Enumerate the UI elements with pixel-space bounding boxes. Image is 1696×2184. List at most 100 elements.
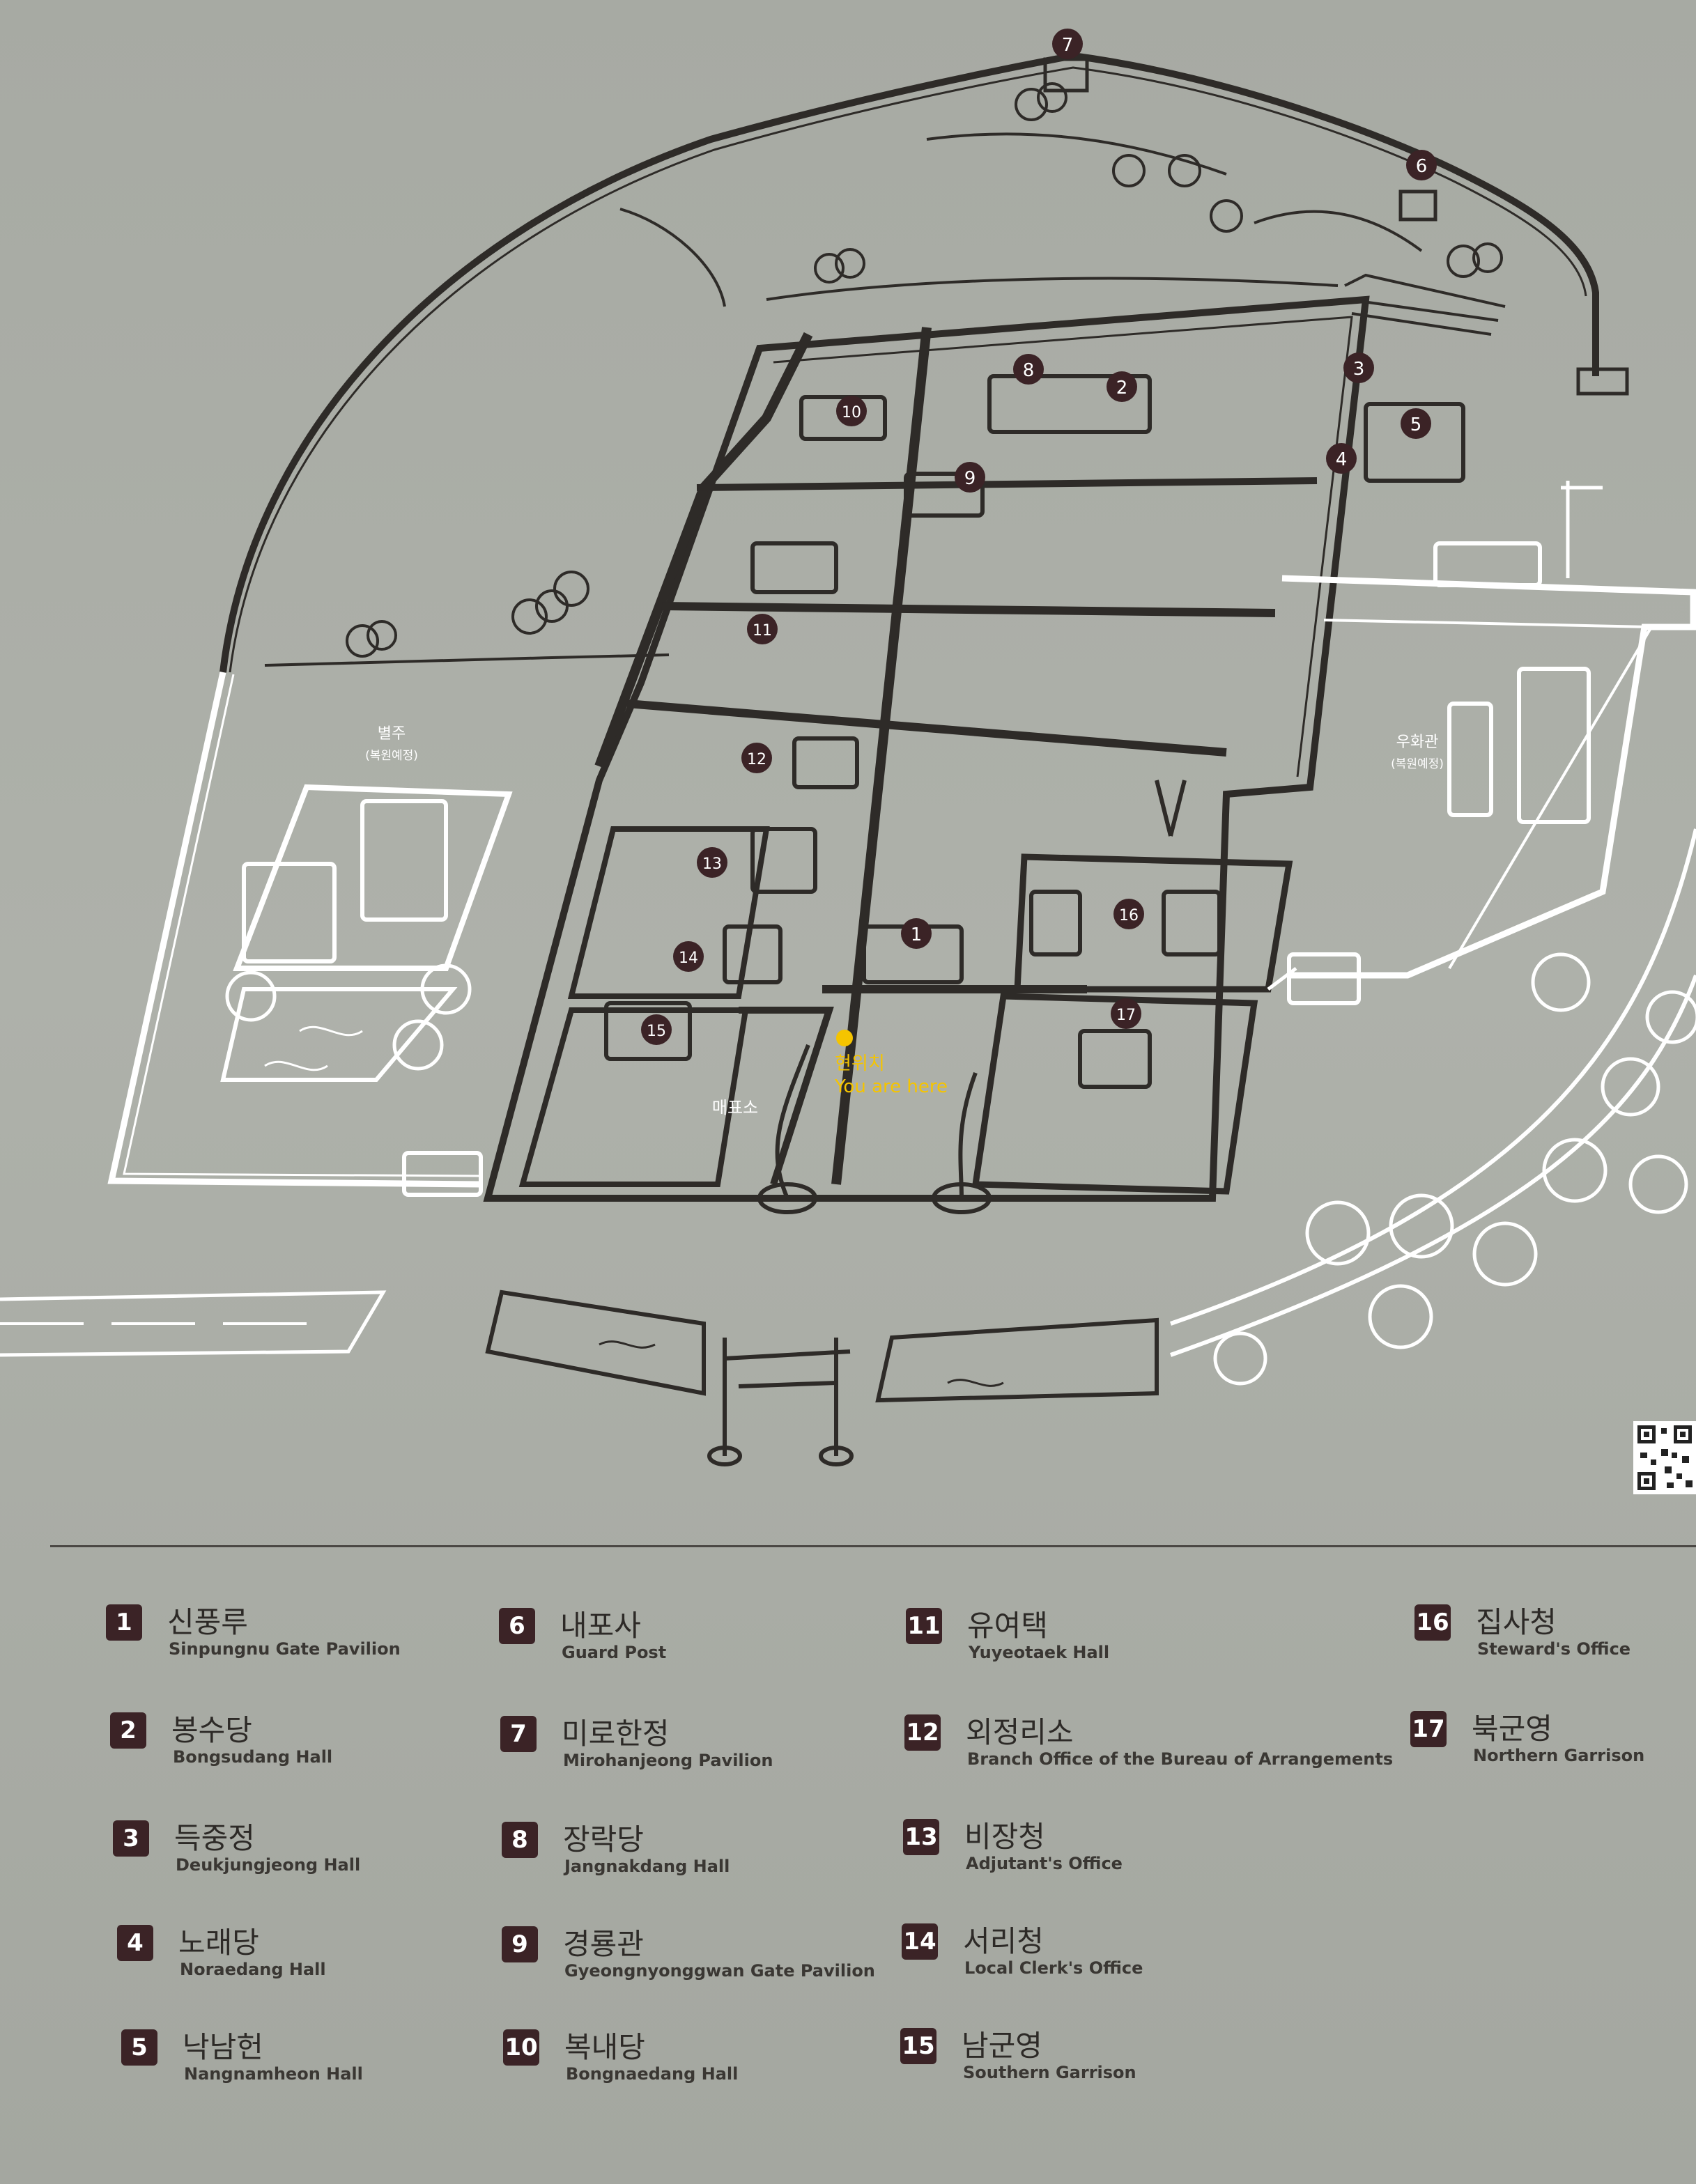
marker-12: 12 <box>741 743 772 773</box>
legend-name-en: Noraedang Hall <box>180 1960 326 1979</box>
marker-2: 2 <box>1107 371 1137 402</box>
marker-3: 3 <box>1343 353 1374 383</box>
uhwagwan-label: 우화관 <box>1396 734 1439 751</box>
legend-badge: 12 <box>904 1714 941 1751</box>
legend-name-en: Steward's Office <box>1477 1639 1631 1659</box>
legend-item-5: 5 낙남헌 Nangnamheon Hall <box>121 2024 609 2100</box>
legend-name-en: Adjutant's Office <box>966 1854 1123 1873</box>
svg-text:10: 10 <box>842 404 861 421</box>
road-right <box>1170 828 1696 1326</box>
legend-name-kr: 장락당 <box>563 1822 644 1857</box>
legend-name-en: Gyeongnyonggwan Gate Pavilion <box>564 1961 875 1981</box>
willow-trees <box>225 952 1696 1386</box>
white-wall-inner <box>123 674 481 1177</box>
byeolju-label: 별주 <box>378 725 406 743</box>
palace-map: 1 2 3 4 5 6 7 8 9 10 11 12 13 14 15 16 1… <box>0 29 1696 1466</box>
legend-badge: 10 <box>503 2029 539 2066</box>
legend-badge: 6 <box>499 1608 535 1644</box>
marker-8: 8 <box>1013 354 1044 385</box>
svg-text:6: 6 <box>1416 156 1428 177</box>
ticket-office-label: 매표소 <box>712 1098 758 1117</box>
legend-name-kr: 내포사 <box>560 1609 641 1643</box>
marker-14: 14 <box>673 941 704 972</box>
qr-code-icon[interactable] <box>1633 1421 1696 1494</box>
marker-9: 9 <box>955 462 985 493</box>
legend-item-11: 11 유여택 Yuyeotaek Hall <box>906 1602 1394 1679</box>
legend-item-12: 12 외정리소 Branch Office of the Bureau of A… <box>904 1709 1394 1786</box>
you-are-here-kr: 현위치 <box>835 1053 885 1074</box>
svg-text:15: 15 <box>647 1023 666 1040</box>
legend-item-6: 6 내포사 Guard Post <box>499 1602 987 1679</box>
entrance-trees <box>757 780 1187 1214</box>
legend-name-kr: 낙남헌 <box>183 2030 263 2064</box>
you-are-here-en: You are here <box>834 1076 948 1097</box>
svg-text:16: 16 <box>1119 907 1139 924</box>
legend-badge: 3 <box>113 1820 149 1857</box>
legend-name-kr: 봉수당 <box>171 1713 252 1747</box>
marker-16: 16 <box>1113 899 1144 929</box>
legend-name-en: Southern Garrison <box>963 2063 1136 2082</box>
legend-name-kr: 비장청 <box>964 1820 1045 1854</box>
legend-name-kr: 득중정 <box>174 1821 255 1855</box>
legend-item-7: 7 미로한정 Mirohanjeong Pavilion <box>500 1710 988 1787</box>
svg-text:12: 12 <box>747 751 766 768</box>
outer-wall <box>219 52 1599 673</box>
white-wall <box>107 672 481 1188</box>
legend-badge: 7 <box>500 1716 537 1752</box>
svg-text:7: 7 <box>1062 35 1074 56</box>
legend-badge: 14 <box>902 1923 938 1960</box>
legend-item-3: 3 득중정 Deukjungjeong Hall <box>113 1815 601 1891</box>
uhwagwan-note: (복원예정) <box>1391 757 1444 771</box>
legend-badge: 8 <box>502 1822 538 1858</box>
legend-name-kr: 서리청 <box>963 1924 1044 1958</box>
legend-name-en: Northern Garrison <box>1473 1746 1645 1765</box>
legend-name-kr: 남군영 <box>962 2029 1042 2063</box>
legend-name-en: Sinpungnu Gate Pavilion <box>169 1639 401 1659</box>
hill-line <box>1254 210 1423 252</box>
legend-name-en: Mirohanjeong Pavilion <box>563 1751 773 1770</box>
marker-17: 17 <box>1111 998 1141 1029</box>
map-markers: 1 2 3 4 5 6 7 8 9 10 11 12 13 14 15 16 1… <box>641 29 1437 1045</box>
svg-text:2: 2 <box>1116 378 1128 398</box>
canal-and-gate <box>485 1290 1159 1466</box>
svg-text:3: 3 <box>1353 359 1365 380</box>
legend-item-2: 2 봉수당 Bongsudang Hall <box>110 1707 598 1783</box>
legend-name-kr: 북군영 <box>1472 1712 1552 1746</box>
legend-item-14: 14 서리청 Local Clerk's Office <box>902 1918 1389 1995</box>
road-right <box>1169 974 1696 1357</box>
legend-badge: 2 <box>110 1712 146 1749</box>
legend-name-en: Yuyeotaek Hall <box>969 1643 1110 1662</box>
legend-item-13: 13 비장청 Adjutant's Office <box>903 1813 1391 1890</box>
legend-badge: 4 <box>117 1925 153 1961</box>
svg-text:14: 14 <box>679 950 698 967</box>
you-are-here-dot <box>836 1030 853 1046</box>
legend-name-kr: 신풍루 <box>167 1605 248 1639</box>
legend-divider <box>50 1545 1696 1547</box>
marker-15: 15 <box>641 1014 672 1045</box>
svg-text:17: 17 <box>1116 1007 1136 1024</box>
hill-line <box>926 132 1227 176</box>
legend-item-1: 1 신풍루 Sinpungnu Gate Pavilion <box>106 1599 594 1675</box>
legend-item-17: 17 북군영 Northern Garrison <box>1410 1705 1689 1782</box>
svg-text:11: 11 <box>753 622 772 640</box>
hill-line <box>766 277 1339 301</box>
legend-name-en: Branch Office of the Bureau of Arrangeme… <box>967 1749 1394 1769</box>
legend-badge: 15 <box>900 2028 936 2064</box>
marker-5: 5 <box>1401 408 1431 439</box>
svg-text:4: 4 <box>1336 449 1348 470</box>
legend-name-kr: 노래당 <box>178 1926 259 1960</box>
marker-13: 13 <box>697 847 727 878</box>
hill-line <box>619 208 726 307</box>
legend-badge: 13 <box>903 1819 939 1855</box>
marker-11: 11 <box>747 614 778 644</box>
legend-item-8: 8 장락당 Jangnakdang Hall <box>502 1816 989 1893</box>
legend-name-en: Bongnaedang Hall <box>566 2064 739 2084</box>
legend-badge: 9 <box>502 1926 538 1962</box>
svg-text:13: 13 <box>702 855 722 873</box>
byeolju-area <box>220 784 513 1197</box>
byeolju-note: (복원예정) <box>365 749 418 763</box>
marker-1: 1 <box>901 918 932 949</box>
tree-clusters <box>346 82 1503 658</box>
legend-badge: 5 <box>121 2029 157 2066</box>
marker-10: 10 <box>836 396 867 426</box>
